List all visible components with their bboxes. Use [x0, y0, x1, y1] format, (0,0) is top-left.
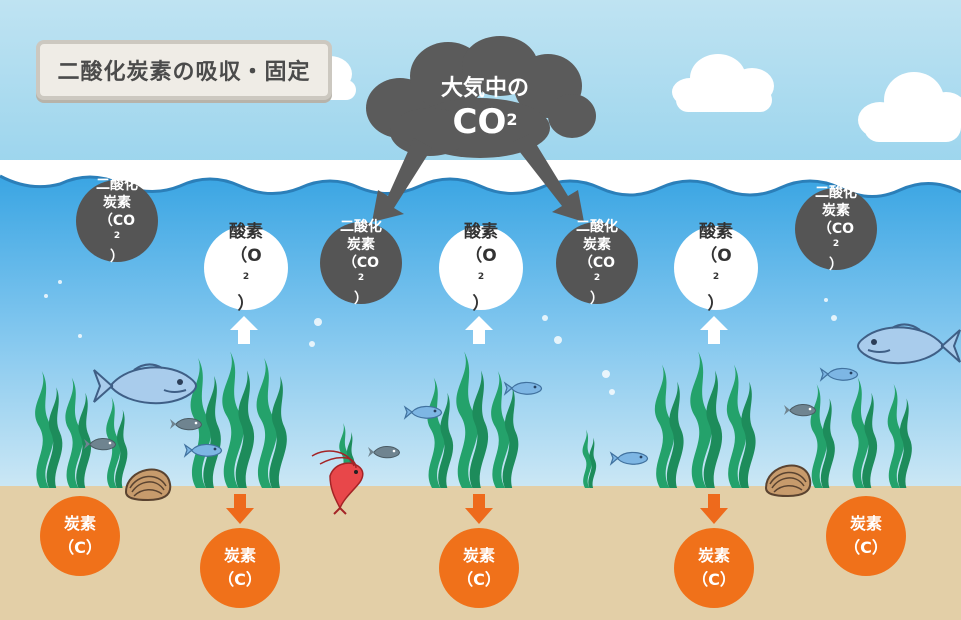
o2-close: ）	[237, 294, 255, 314]
o2-sup: 2	[242, 272, 250, 282]
co2-formula: （CO	[342, 255, 380, 271]
co2-close: ）	[590, 291, 604, 307]
carbon-label-line2: （C）	[844, 538, 888, 557]
co2-sup: 2	[113, 231, 121, 241]
o2-sup: 2	[712, 272, 720, 282]
carbon-label-line1: 炭素	[849, 514, 882, 533]
title-box: 二酸化炭素の吸収・固定	[36, 40, 332, 100]
carbon-label-line1: 炭素	[697, 546, 730, 565]
shrimp	[311, 450, 364, 515]
cloud-label-line1: 大気中の	[440, 76, 529, 101]
carbon-label-line1: 炭素	[462, 546, 495, 565]
diagram-title: 二酸化炭素の吸収・固定	[57, 60, 311, 85]
co2-label-line2: 炭素	[103, 195, 131, 211]
carbon-label-line2: （C）	[58, 538, 102, 557]
co2-label-line2: 炭素	[583, 237, 611, 253]
wave-line	[0, 174, 961, 199]
co2-sup: 2	[832, 239, 840, 249]
carbon-label-line2: （C）	[692, 570, 736, 589]
o2-close: ）	[472, 294, 490, 314]
carbon-circle: 炭素 （C）	[439, 528, 519, 608]
co2-arrows	[372, 134, 584, 222]
co2-sup: 2	[593, 273, 601, 283]
co2-sup: 2	[357, 273, 365, 283]
co2-label-line1: 二酸化	[815, 185, 857, 201]
carbon-circle: 炭素 （C）	[200, 528, 280, 608]
carbon-label-line1: 炭素	[223, 546, 256, 565]
co2-circle: 二酸化 炭素 （CO 2 ）	[76, 177, 158, 265]
co2-formula: （CO	[578, 255, 616, 271]
co2-label-line3: （CO 2 ）	[818, 220, 854, 274]
co2-label-line2: 炭素	[347, 237, 375, 253]
co2-cloud	[366, 36, 596, 158]
co2-label-line1: 二酸化	[576, 219, 618, 235]
o2-close: ）	[707, 294, 725, 314]
o2-circle: 酸素 （O 2 ）	[439, 222, 523, 314]
carbon-label-line1: 炭素	[63, 514, 96, 533]
carbon-label-line2: （C）	[457, 570, 501, 589]
o2-circle: 酸素 （O 2 ）	[674, 222, 758, 314]
o2-label-line1: 酸素	[229, 222, 263, 242]
co2-label-line1: 二酸化	[96, 177, 138, 193]
cloud-co-sup: 2	[506, 110, 518, 129]
o2-label-line1: 酸素	[699, 222, 733, 242]
co2-circle: 二酸化 炭素 （CO 2 ）	[320, 219, 402, 307]
cloud-label: 大気中の CO2	[400, 76, 570, 142]
co2-circle: 二酸化 炭素 （CO 2 ）	[556, 219, 638, 307]
o2-formula: （O	[465, 246, 497, 266]
co2-label-line3: （CO 2 ）	[579, 254, 615, 308]
co2-label-line3: （CO 2 ）	[343, 254, 379, 308]
o2-label-line1: 酸素	[464, 222, 498, 242]
carbon-circle: 炭素 （C）	[826, 496, 906, 576]
cloud-co-text: CO	[452, 102, 507, 142]
co2-close: ）	[829, 257, 843, 273]
co2-label-line3: （CO 2 ）	[99, 212, 135, 266]
oxygen-up-arrows	[230, 316, 728, 344]
cloud-label-line2: CO2	[400, 102, 570, 142]
o2-label-line2: （O 2 ）	[465, 244, 496, 316]
bubbles	[44, 280, 837, 395]
co2-formula: （CO	[98, 213, 136, 229]
o2-formula: （O	[700, 246, 732, 266]
o2-circle: 酸素 （O 2 ）	[204, 222, 288, 314]
o2-sup: 2	[477, 272, 485, 282]
carbon-circle: 炭素 （C）	[40, 496, 120, 576]
carbon-label-line2: （C）	[218, 570, 262, 589]
co2-circle: 二酸化 炭素 （CO 2 ）	[795, 185, 877, 273]
carbon-down-arrows	[226, 494, 728, 524]
o2-formula: （O	[230, 246, 262, 266]
carbon-circle: 炭素 （C）	[674, 528, 754, 608]
co2-label-line2: 炭素	[822, 203, 850, 219]
co2-label-line1: 二酸化	[340, 219, 382, 235]
co2-close: ）	[354, 291, 368, 307]
o2-label-line2: （O 2 ）	[700, 244, 731, 316]
co2-close: ）	[110, 249, 124, 265]
o2-label-line2: （O 2 ）	[230, 244, 261, 316]
co2-formula: （CO	[817, 221, 855, 237]
